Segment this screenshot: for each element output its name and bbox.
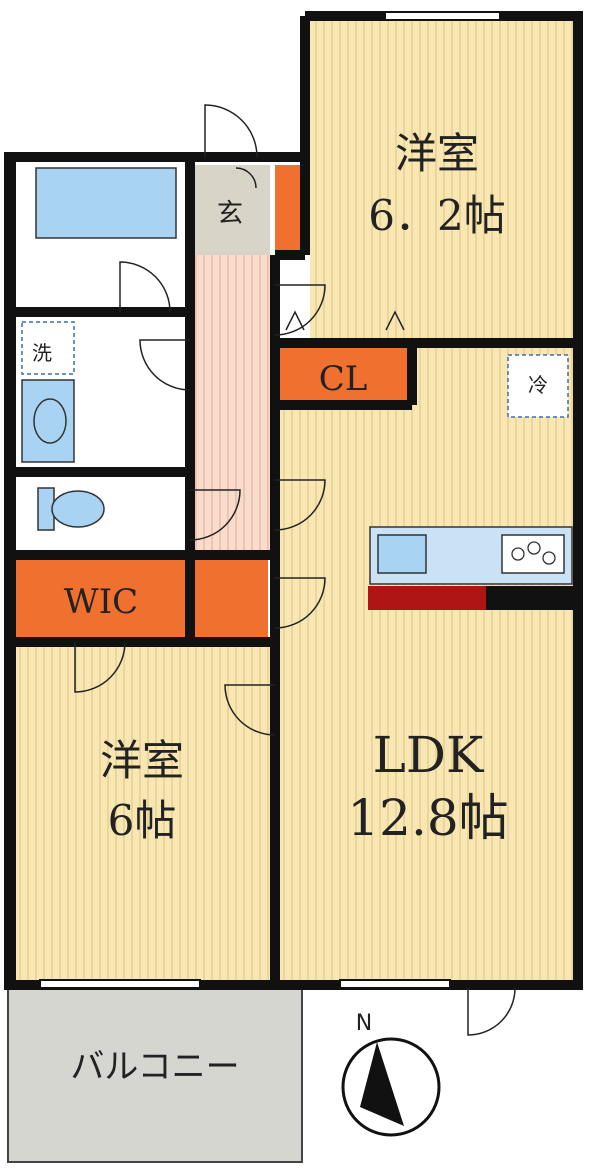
windows xyxy=(39,11,501,989)
burner-3 xyxy=(542,551,556,565)
fridge-space xyxy=(507,354,569,418)
counter-dark-panel xyxy=(486,586,576,610)
door-swings xyxy=(74,104,516,1036)
laundry-label: 洗 xyxy=(32,341,52,365)
ldk-name: LDK xyxy=(373,726,485,784)
burner-1 xyxy=(511,547,525,561)
laundry-space xyxy=(21,321,75,375)
walls xyxy=(4,11,583,990)
hall-storage-lower xyxy=(192,560,268,638)
balcony-area xyxy=(7,985,303,1163)
washbasin-bowl xyxy=(33,398,67,444)
bedroom-north-name: 洋室 xyxy=(395,129,479,178)
closet-storage xyxy=(275,345,410,400)
entrance-label: 玄 xyxy=(217,199,243,229)
entrance-floor xyxy=(190,165,270,255)
toilet-bowl xyxy=(51,490,105,528)
kitchen-sink xyxy=(377,534,427,574)
bedroom-south-size: 6帖 xyxy=(108,796,177,845)
ldk-floor xyxy=(275,345,576,980)
bedroom-south-floor xyxy=(14,645,272,980)
wic-label: WIC xyxy=(64,582,138,622)
ldk-size: 12.8帖 xyxy=(347,789,508,847)
bedroom-south-name: 洋室 xyxy=(100,736,184,785)
hallway-floor xyxy=(190,255,272,550)
entrance-storage xyxy=(275,165,303,255)
balcony-label: バルコニー xyxy=(70,1047,239,1087)
bathtub xyxy=(35,167,177,239)
fridge-label: 冷 xyxy=(528,373,548,397)
compass-needle xyxy=(360,1042,404,1126)
wic-storage xyxy=(14,560,188,638)
compass-north-label: N xyxy=(356,1011,372,1036)
closet-label: CL xyxy=(319,359,368,399)
burner-2 xyxy=(527,541,541,555)
counter-red-panel xyxy=(368,586,486,610)
bedroom-north-floor xyxy=(310,18,576,343)
bedroom-north-size: 6．2帖 xyxy=(368,191,505,240)
